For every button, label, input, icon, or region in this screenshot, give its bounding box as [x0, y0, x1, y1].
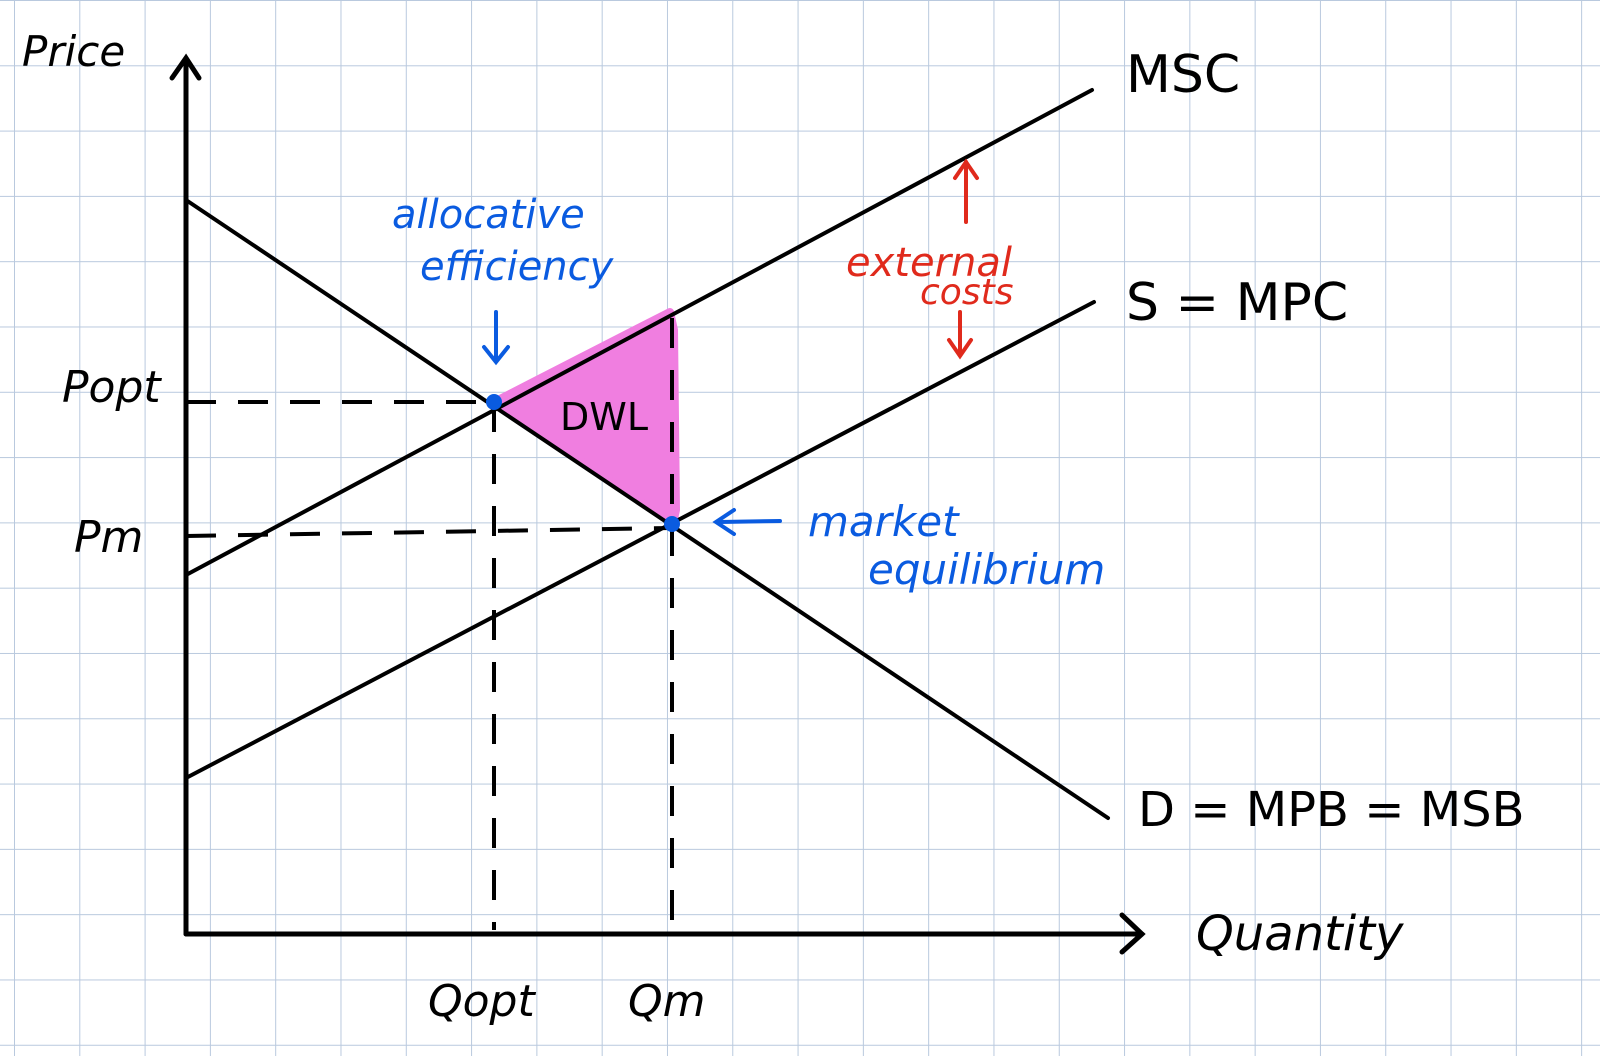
supply-mpc-curve [184, 300, 1096, 780]
external-down-arrowhead [947, 338, 973, 360]
dwl-label: DWL [560, 395, 648, 439]
external-costs-label-2: costs [920, 272, 1013, 313]
q-m-label: Qm [628, 976, 706, 1027]
market-equilibrium-label-2: equilibrium [868, 545, 1105, 594]
x-axis-label: Quantity [1196, 906, 1404, 962]
x-axis-arrowhead [1119, 912, 1146, 955]
market-equilibrium-label-1: market [808, 497, 960, 546]
p-opt-label: Popt [62, 362, 162, 413]
demand-msb-curve [184, 198, 1110, 820]
q-opt-label: Qopt [428, 976, 536, 1027]
demand-label: D = MPB = MSB [1138, 782, 1525, 838]
market-arrowhead [712, 508, 736, 536]
msc-curve [184, 88, 1094, 577]
external-up-arrowhead [953, 158, 979, 180]
axes [169, 53, 1146, 955]
allocative-efficiency-label-1: allocative [392, 192, 585, 238]
allocative-efficiency-point [486, 394, 502, 410]
y-axis-arrowhead [169, 53, 202, 81]
y-axis-label: Price [22, 27, 125, 76]
msc-label: MSC [1126, 45, 1240, 105]
market-arrow [718, 519, 782, 524]
allocative-arrowhead [482, 345, 510, 366]
external-costs-label-1: external [846, 240, 1012, 286]
p-m-guide [185, 526, 673, 538]
allocative-efficiency-label-2: efficiency [420, 244, 615, 290]
market-equilibrium-point [664, 516, 680, 532]
supply-label: S = MPC [1126, 273, 1348, 333]
p-m-label: Pm [74, 512, 143, 563]
